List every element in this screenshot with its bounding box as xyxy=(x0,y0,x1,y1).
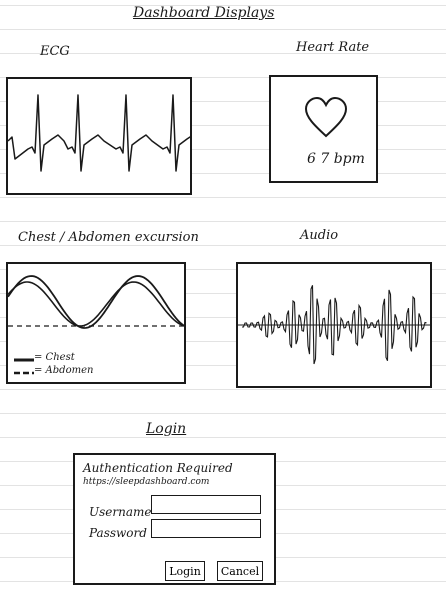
ecg-title: ECG xyxy=(40,44,70,59)
password-label: Password xyxy=(89,526,147,540)
heart-rate-value: 6 7 bpm xyxy=(307,151,365,167)
ecg-panel xyxy=(6,77,192,195)
excursion-panel: = Chest = Abdomen xyxy=(6,262,186,384)
legend-abdomen-label: = Abdomen xyxy=(34,365,94,376)
username-input[interactable] xyxy=(151,495,261,514)
chest-line xyxy=(8,275,184,329)
excursion-chart xyxy=(8,275,184,375)
login-title: Login xyxy=(146,421,187,437)
audio-waveform xyxy=(238,285,430,365)
password-input[interactable] xyxy=(151,519,261,538)
login-button[interactable]: Login xyxy=(165,561,205,581)
audio-title: Audio xyxy=(300,228,339,243)
cancel-button[interactable]: Cancel xyxy=(217,561,263,581)
login-dialog: Authentication Required https://sleepdas… xyxy=(73,453,276,585)
auth-url: https://sleepdashboard.com xyxy=(83,477,210,487)
audio-panel xyxy=(236,262,432,388)
heart-icon xyxy=(304,97,348,138)
heart-rate-title: Heart Rate xyxy=(296,40,370,55)
username-label: Username xyxy=(89,505,152,519)
abdomen-line xyxy=(8,281,184,327)
ecg-waveform xyxy=(8,94,190,172)
legend-chest-label: = Chest xyxy=(34,352,75,363)
auth-heading: Authentication Required xyxy=(83,461,233,475)
heart-rate-panel: 6 7 bpm xyxy=(269,75,378,183)
page-title: Dashboard Displays xyxy=(133,5,275,21)
excursion-title: Chest / Abdomen excursion xyxy=(18,230,199,245)
